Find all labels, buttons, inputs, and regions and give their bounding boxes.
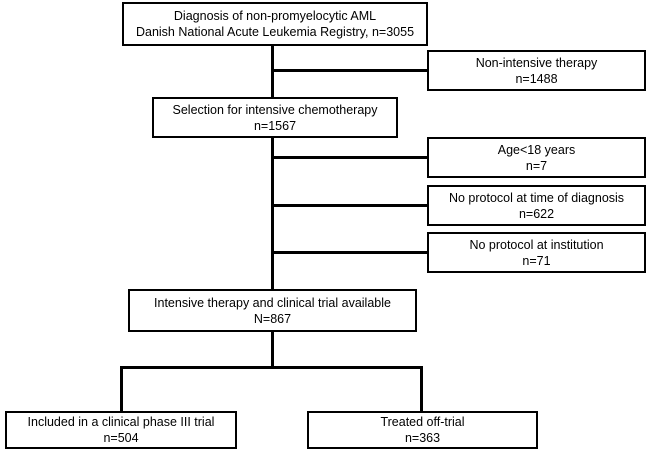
node-non-intensive-therapy-line2: n=1488: [515, 71, 558, 86]
node-age-under-18-line1: Age<18 years: [497, 142, 576, 157]
node-intensive-therapy-and-clinical-trial-available[interactable]: Intensive therapy and clinical trial ava…: [128, 289, 417, 332]
node-no-protocol-at-time-of-diagnosis[interactable]: No protocol at time of diagnosis n=622: [427, 185, 646, 226]
node-no-protocol-at-time-of-diagnosis-line2: n=622: [518, 206, 555, 221]
node-selection-for-intensive-chemotherapy-line2: n=1567: [253, 118, 297, 133]
connector-drop-included-phase-iii: [120, 366, 123, 411]
connector-split-bar: [120, 366, 423, 369]
connector-branch-non-intensive: [271, 69, 428, 72]
connector-branch-no-protocol-institution: [271, 251, 428, 254]
node-non-intensive-therapy[interactable]: Non-intensive therapy n=1488: [427, 50, 646, 91]
node-intensive-therapy-and-clinical-trial-available-line1: Intensive therapy and clinical trial ava…: [154, 295, 391, 310]
connector-drop-treated-off-trial: [420, 366, 423, 411]
connector-branch-no-protocol-diagnosis: [271, 204, 428, 207]
node-age-under-18[interactable]: Age<18 years n=7: [427, 137, 646, 178]
node-included-in-clinical-phase-iii-trial[interactable]: Included in a clinical phase III trial n…: [5, 411, 237, 449]
node-treated-off-trial[interactable]: Treated off-trial n=363: [307, 411, 538, 449]
node-no-protocol-at-institution-line1: No protocol at institution: [469, 237, 604, 252]
node-included-in-clinical-phase-iii-trial-line1: Included in a clinical phase III trial: [27, 415, 215, 429]
node-non-intensive-therapy-line1: Non-intensive therapy: [475, 55, 598, 70]
node-source-registry-line1: Diagnosis of non-promyelocytic AML: [173, 9, 377, 23]
node-source-registry-line2: Danish National Acute Leukemia Registry,…: [135, 25, 415, 39]
node-no-protocol-at-institution[interactable]: No protocol at institution n=71: [427, 232, 646, 273]
node-age-under-18-line2: n=7: [525, 158, 548, 173]
node-treated-off-trial-line1: Treated off-trial: [380, 415, 465, 429]
node-included-in-clinical-phase-iii-trial-line2: n=504: [103, 431, 139, 445]
node-source-registry[interactable]: Diagnosis of non-promyelocytic AML Danis…: [122, 2, 428, 46]
node-no-protocol-at-institution-line2: n=71: [522, 253, 551, 268]
node-selection-for-intensive-chemotherapy-line1: Selection for intensive chemotherapy: [172, 102, 378, 117]
node-treated-off-trial-line2: n=363: [404, 431, 441, 445]
connector-branch-age-under-18: [271, 156, 428, 159]
connector-trunk-to-selection: [271, 69, 274, 98]
node-no-protocol-at-time-of-diagnosis-line1: No protocol at time of diagnosis: [448, 190, 625, 205]
connector-trunk-to-split: [271, 331, 274, 369]
node-selection-for-intensive-chemotherapy[interactable]: Selection for intensive chemotherapy n=1…: [152, 97, 398, 138]
connector-trunk-selection-to-final: [271, 137, 274, 290]
node-intensive-therapy-and-clinical-trial-available-line2: N=867: [253, 311, 292, 326]
connector-trunk-registry-to-branch1: [271, 45, 274, 70]
